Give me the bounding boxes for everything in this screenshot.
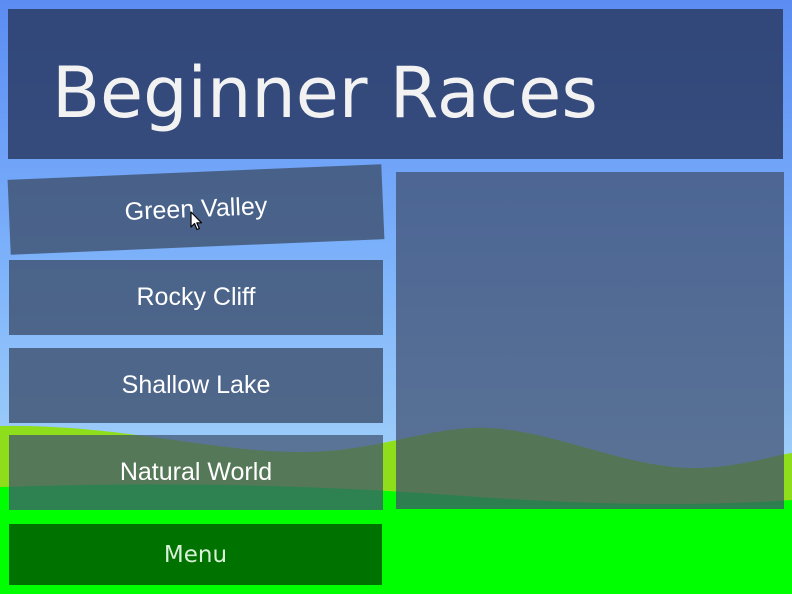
mouse-cursor-icon <box>190 211 203 231</box>
race-button-label: Natural World <box>119 458 273 486</box>
race-button-shallow-lake[interactable]: Shallow Lake <box>9 348 383 423</box>
race-preview-panel <box>396 172 784 509</box>
race-button-rocky-cliff[interactable]: Rocky Cliff <box>9 260 383 335</box>
page-title: Beginner Races <box>52 52 598 134</box>
race-button-green-valley[interactable]: Green Valley <box>7 164 385 255</box>
race-button-natural-world[interactable]: Natural World <box>9 435 383 510</box>
title-banner: Beginner Races <box>8 9 783 159</box>
race-button-label: Shallow Lake <box>121 371 271 399</box>
race-button-label: Rocky Cliff <box>136 283 256 311</box>
menu-button[interactable]: Menu <box>9 524 382 585</box>
menu-button-label: Menu <box>163 541 228 568</box>
